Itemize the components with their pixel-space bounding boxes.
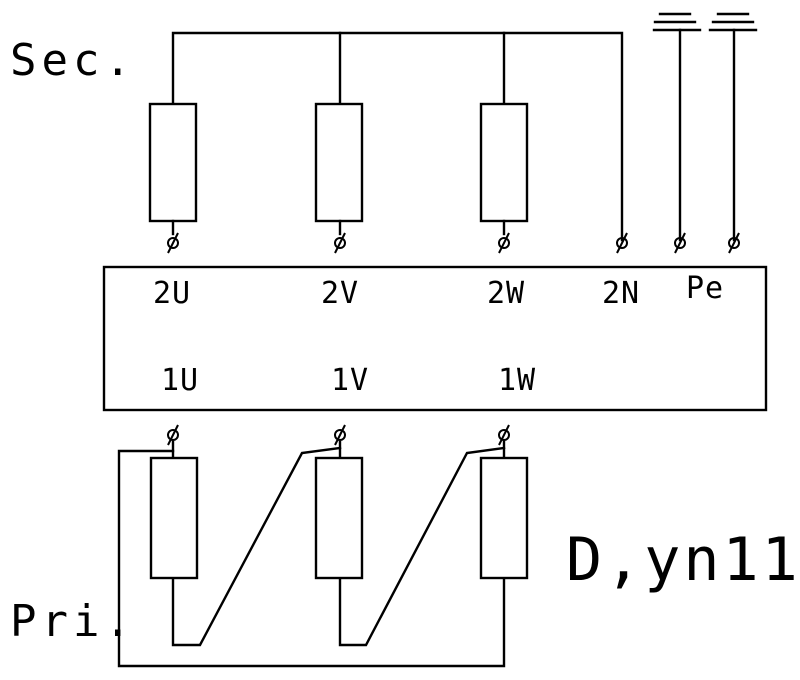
secondary-neutral-bus xyxy=(171,31,624,242)
primary-winding-w xyxy=(479,456,529,580)
secondary-winding-v xyxy=(314,102,364,223)
earth-symbol-1 xyxy=(652,12,702,242)
terminal-symbol-pe-1 xyxy=(674,232,686,254)
terminal-label-1u: 1U xyxy=(161,363,199,398)
terminal-label-1v: 1V xyxy=(331,363,369,398)
secondary-leads xyxy=(171,219,506,236)
primary-winding-v xyxy=(314,456,364,580)
terminal-label-2w: 2W xyxy=(487,276,525,311)
terminal-symbol-2v xyxy=(334,232,346,254)
primary-label: Pri. xyxy=(10,596,136,647)
terminal-label-2v: 2V xyxy=(321,276,359,311)
terminal-symbol-1v xyxy=(334,424,346,446)
earth-symbol-2 xyxy=(708,12,758,242)
primary-delta-wiring xyxy=(117,440,506,668)
secondary-label: Sec. xyxy=(10,35,136,86)
secondary-winding-u xyxy=(148,102,198,223)
terminal-symbol-pe-2 xyxy=(728,232,740,254)
terminal-symbol-1u xyxy=(167,424,179,446)
terminal-symbol-2n xyxy=(616,232,628,254)
terminal-symbol-2w xyxy=(498,232,510,254)
terminal-symbol-2u xyxy=(167,232,179,254)
terminal-label-1w: 1W xyxy=(498,363,536,398)
terminal-symbol-1w xyxy=(498,424,510,446)
terminal-label-2u: 2U xyxy=(153,276,191,311)
primary-winding-u xyxy=(149,456,199,580)
vector-group-label: D,yn11 xyxy=(566,525,800,595)
terminal-label-2n: 2N xyxy=(602,276,640,311)
terminal-block xyxy=(102,265,768,412)
terminal-label-pe: Pe xyxy=(686,271,724,306)
secondary-winding-w xyxy=(479,102,529,223)
